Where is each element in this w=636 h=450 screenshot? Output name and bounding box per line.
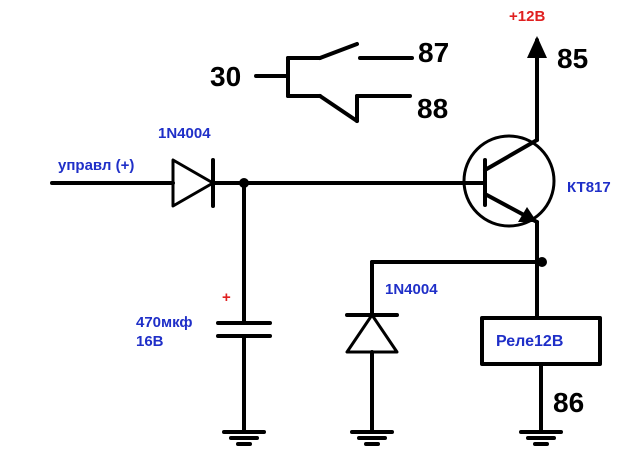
transistor-label: КТ817	[567, 179, 611, 196]
input-diode-triangle	[171, 158, 215, 208]
supply-arrow-icon	[527, 36, 547, 58]
flyback-diode-label: 1N4004	[385, 281, 438, 298]
pin-86-label: 86	[553, 387, 584, 418]
transistor-kt817	[462, 134, 556, 228]
capacitor-voltage-label: 16В	[136, 333, 164, 350]
emitter-arrow-icon	[518, 207, 537, 222]
relay-contact-group	[254, 42, 414, 123]
pin-88-label: 88	[417, 93, 448, 124]
supply-label: +12В	[509, 8, 545, 25]
flyback-diode	[345, 313, 399, 354]
pin-85-label: 85	[557, 43, 588, 74]
ground-flyback-icon	[350, 430, 394, 446]
contact-upper-blade	[318, 42, 359, 60]
relay-coil-label: Реле12В	[496, 333, 563, 350]
flyback-diode-triangle	[345, 313, 399, 354]
contact-lower-blade	[318, 94, 359, 123]
capacitor-value-label: 470мкф	[136, 314, 193, 331]
pin-30-label: 30	[210, 61, 241, 92]
input-label: управл (+)	[58, 157, 134, 174]
capacitor-plus-label: +	[222, 289, 231, 306]
ground-relay-icon	[519, 430, 563, 446]
input-diode-label: 1N4004	[158, 125, 211, 142]
input-diode	[171, 158, 215, 208]
transistor-body-circle	[462, 134, 556, 228]
ground-capacitor-icon	[222, 430, 266, 446]
pin-87-label: 87	[418, 37, 449, 68]
transistor-collector-line	[483, 138, 539, 172]
